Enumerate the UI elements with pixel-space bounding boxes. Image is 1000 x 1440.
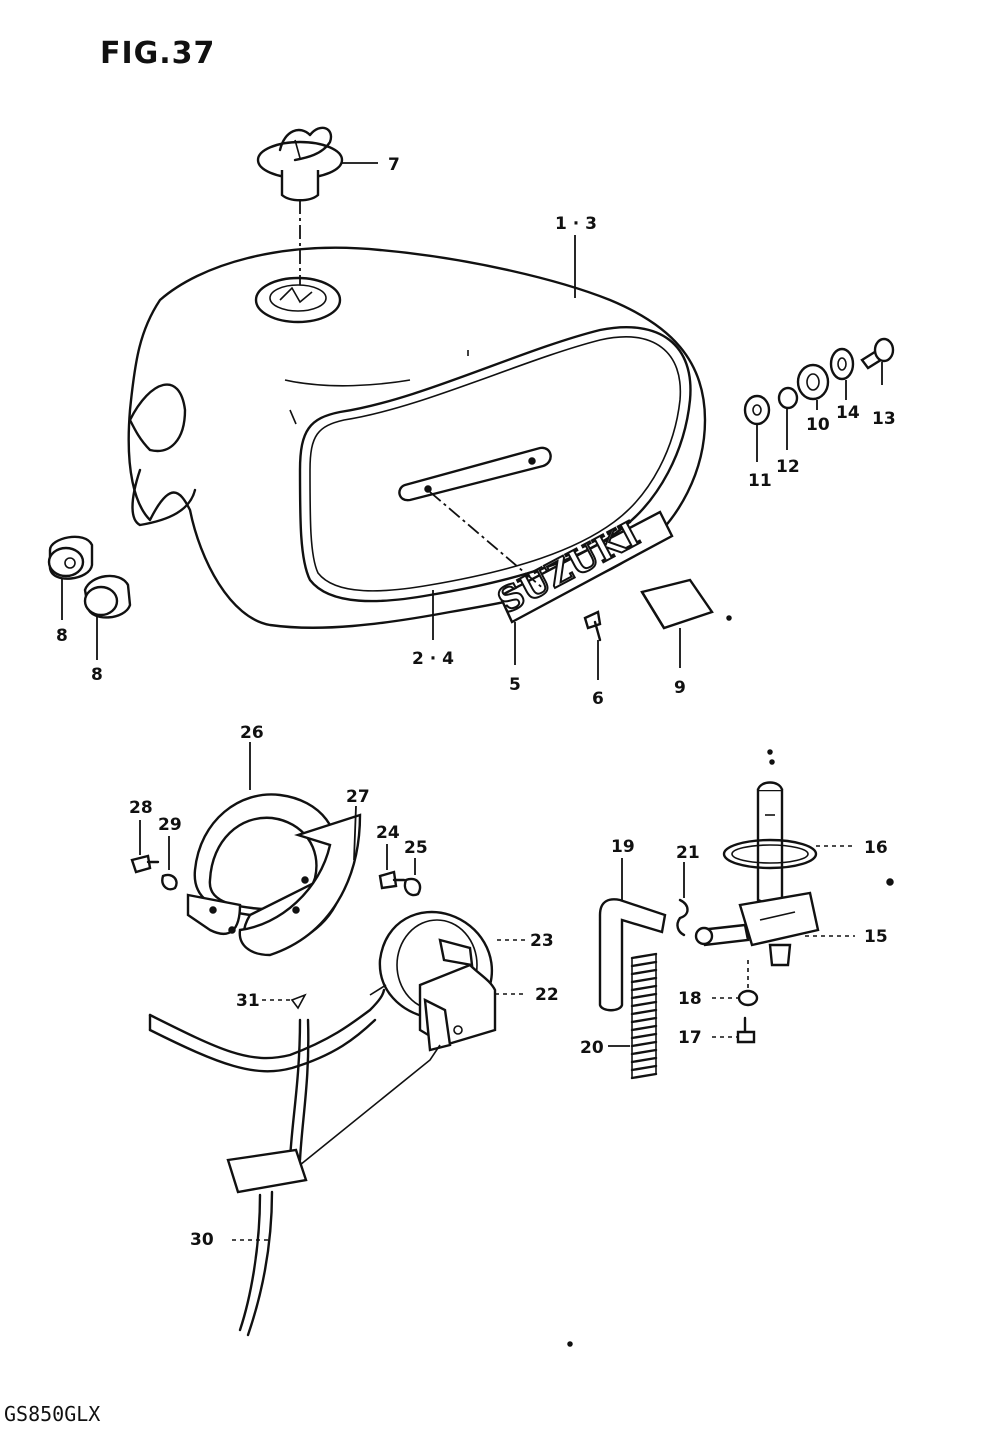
fuel-level-gauge-drawing [378, 910, 525, 1052]
callout-8a: 8 [56, 626, 68, 646]
callout-28: 28 [129, 798, 153, 818]
callout-12: 12 [776, 457, 800, 477]
callout-20: 20 [580, 1038, 604, 1058]
callout-14: 14 [836, 403, 860, 423]
callout-21: 21 [676, 843, 700, 863]
callout-19: 19 [611, 837, 635, 857]
callout-13: 13 [872, 409, 896, 429]
screw-and-pad-drawing [583, 578, 732, 642]
callout-labels: 7 1 · 3 2 · 4 5 6 8 8 9 10 11 12 13 14 1… [56, 155, 896, 1250]
callout-17: 17 [678, 1028, 702, 1048]
spring-coil [630, 952, 658, 1080]
callout-6: 6 [592, 689, 604, 709]
callout-31: 31 [236, 991, 260, 1011]
fuel-tank-drawing [127, 246, 707, 629]
callout-30: 30 [190, 1230, 214, 1250]
fuel-sender-gasket-drawing [186, 742, 362, 957]
callout-23: 23 [530, 931, 554, 951]
callout-10: 10 [806, 415, 830, 435]
callout-7: 7 [388, 155, 400, 175]
callout-18: 18 [678, 989, 702, 1009]
emblem-brand-text: SUZUKI [491, 514, 646, 622]
callout-24: 24 [376, 823, 400, 843]
callout-27: 27 [346, 787, 370, 807]
callout-29: 29 [158, 815, 182, 835]
fuel-cock-drawing [567, 749, 894, 1347]
callout-16: 16 [864, 838, 888, 858]
callout-11: 11 [748, 471, 772, 491]
callout-1-3: 1 · 3 [555, 214, 597, 234]
tank-emblem-drawing: SUZUKI [490, 510, 674, 624]
callout-15: 15 [864, 927, 888, 947]
figure-title: FIG.37 [100, 36, 216, 71]
callout-9: 9 [674, 678, 686, 698]
fuel-cap-drawing [256, 126, 344, 202]
callout-22: 22 [535, 985, 559, 1005]
wiring-and-hose-drawing [148, 984, 441, 1337]
callout-26: 26 [240, 723, 264, 743]
callout-2-4: 2 · 4 [412, 649, 454, 669]
callout-8b: 8 [91, 665, 103, 685]
callout-25: 25 [404, 838, 428, 858]
mount-hardware-drawing [743, 337, 895, 426]
callout-5: 5 [509, 675, 521, 695]
model-code: GS850GLX [4, 1402, 101, 1426]
tank-damper-drawing [47, 535, 132, 619]
small-bolts-drawing [130, 820, 422, 897]
leader-lines-upper [61, 162, 883, 680]
